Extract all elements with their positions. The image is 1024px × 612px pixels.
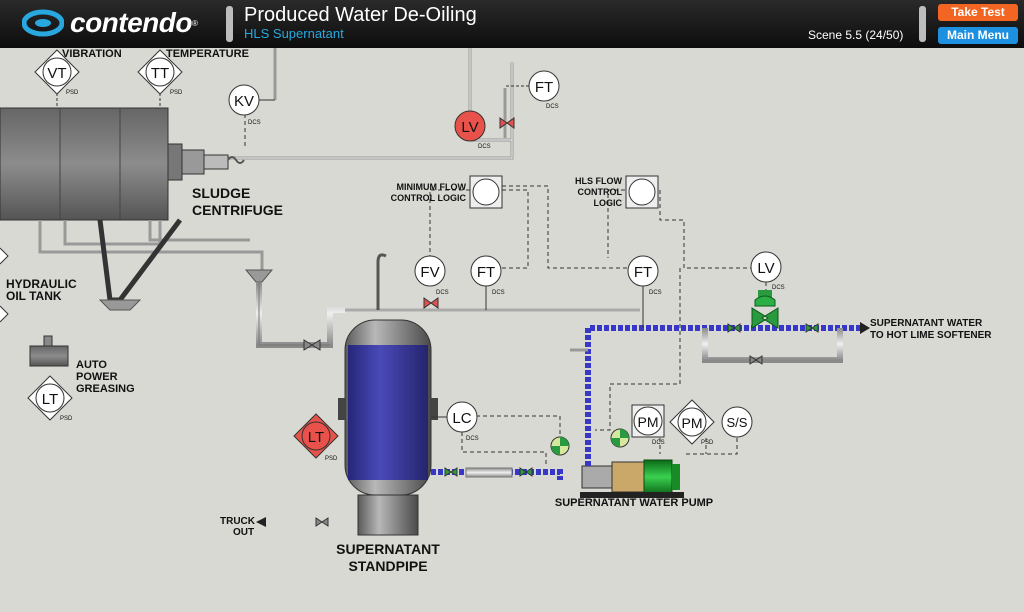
- svg-text:DCS: DCS: [248, 120, 261, 126]
- svg-text:FV: FV: [420, 264, 439, 281]
- svg-text:DCS: DCS: [652, 440, 665, 446]
- svg-text:KV: KV: [234, 93, 254, 110]
- lc-instrument[interactable]: LC DCS: [431, 401, 479, 442]
- svg-text:PSD: PSD: [170, 90, 183, 96]
- auto-label-3: GREASING: [76, 383, 135, 395]
- hls-flow-label-2: CONTROL: [578, 187, 623, 197]
- svg-text:DCS: DCS: [436, 290, 449, 296]
- kv-instrument[interactable]: KV DCS: [228, 84, 275, 126]
- pm-dcs-instrument[interactable]: PM DCS: [631, 404, 665, 446]
- process-diagram: SLUDGE CENTRIFUGE SUPERNATANT STANDPIPE …: [0, 48, 992, 574]
- ft-right-instrument[interactable]: FT DCS: [627, 255, 662, 328]
- logo: contendo®: [22, 6, 198, 40]
- svg-text:LV: LV: [461, 119, 478, 136]
- svg-text:PSD: PSD: [60, 416, 73, 422]
- hydraulic-label-1: HYDRAULIC: [6, 277, 77, 291]
- min-flow-label-1: MINIMUM FLOW: [397, 182, 467, 192]
- pump-label: SUPERNATANT WATER PUMP: [555, 497, 713, 509]
- page-subtitle: HLS Supernatant: [244, 26, 344, 41]
- ft-mid-instrument[interactable]: FT DCS: [470, 255, 505, 310]
- svg-text:PM: PM: [682, 415, 703, 431]
- svg-text:DCS: DCS: [546, 104, 559, 110]
- centrifuge-label-1: SLUDGE: [192, 185, 250, 201]
- hls-flow-logic-box: [625, 175, 659, 209]
- suction-pipe: [431, 467, 563, 480]
- flow-indicator-1-icon: [550, 436, 570, 456]
- supernatant-standpipe: [338, 253, 438, 536]
- vt-instrument[interactable]: VT PSD: [34, 49, 80, 96]
- svg-text:DCS: DCS: [492, 290, 505, 296]
- hydraulic-side-instruments: [0, 247, 9, 323]
- auto-greasing-unit: [29, 335, 69, 367]
- scene-counter: Scene 5.5 (24/50): [808, 28, 904, 42]
- sludge-centrifuge: [0, 107, 245, 221]
- svg-text:PSD: PSD: [701, 440, 714, 446]
- page-title: Produced Water De-Oiling: [244, 4, 477, 26]
- supernatant-out-label-1: SUPERNATANT WATER: [870, 318, 983, 329]
- discharge-pipe: [570, 322, 870, 466]
- auto-label-1: AUTO: [76, 359, 107, 371]
- lv-right-instrument[interactable]: LV DCS: [750, 251, 785, 291]
- take-test-button[interactable]: Take Test: [938, 4, 1018, 21]
- contendo-logo-icon: [22, 9, 64, 37]
- auto-label-2: POWER: [76, 371, 118, 383]
- min-flow-label-2: CONTROL LOGIC: [391, 193, 467, 203]
- header-divider-right: [919, 6, 926, 42]
- fv-valve-icon: [423, 297, 439, 309]
- svg-text:TT: TT: [151, 65, 169, 82]
- svg-text:LC: LC: [452, 410, 471, 427]
- lv-top-valve-icon: [499, 117, 515, 129]
- temperature-label: TEMPERATURE: [166, 48, 249, 60]
- svg-text:FT: FT: [535, 79, 553, 96]
- logo-text: contendo: [70, 7, 193, 38]
- flow-indicator-2-icon: [610, 428, 630, 448]
- svg-text:S/S: S/S: [727, 415, 748, 430]
- header-divider: [226, 6, 233, 42]
- ss-instrument[interactable]: S/S: [721, 406, 753, 438]
- svg-text:PM: PM: [638, 414, 659, 430]
- hydraulic-label-2: OIL TANK: [6, 289, 62, 303]
- svg-text:LT: LT: [42, 391, 58, 408]
- supernatant-out-label-2: TO HOT LIME SOFTENER: [870, 330, 992, 341]
- drain-funnel: [244, 269, 274, 283]
- centrifuge-drain-lines: [38, 220, 264, 270]
- pm-psd-instrument[interactable]: PM PSD: [669, 399, 715, 446]
- hls-flow-label-3: LOGIC: [594, 198, 623, 208]
- svg-text:FT: FT: [634, 264, 652, 281]
- lt-left-instrument[interactable]: LT PSD: [27, 375, 73, 422]
- centrifuge-label-2: CENTRIFUGE: [192, 202, 283, 218]
- lt-red-instrument[interactable]: LT PSD: [293, 413, 339, 462]
- signal-lines: [244, 100, 767, 464]
- standpipe-label-1: SUPERNATANT: [336, 541, 440, 557]
- svg-text:FT: FT: [477, 264, 495, 281]
- hls-flow-label-1: HLS FLOW: [575, 176, 622, 186]
- vibration-label: VIBRATION: [62, 48, 122, 60]
- fv-instrument[interactable]: FV DCS: [414, 255, 449, 296]
- truck-label-2: OUT: [233, 527, 254, 538]
- level-control-valve: [751, 290, 779, 329]
- top-bar: contendo® Produced Water De-Oiling HLS S…: [0, 0, 1024, 48]
- svg-text:DCS: DCS: [478, 144, 491, 150]
- manual-valves: [303, 323, 819, 527]
- svg-text:PSD: PSD: [66, 90, 79, 96]
- minimum-flow-logic-box: [469, 175, 503, 209]
- svg-text:DCS: DCS: [772, 285, 785, 291]
- standpipe-label-2: STANDPIPE: [348, 558, 427, 574]
- upper-piping: [228, 48, 514, 160]
- supernatant-water-pump: [580, 459, 684, 498]
- ft-top-instrument[interactable]: FT DCS: [505, 70, 560, 110]
- truck-label-1: TRUCK: [220, 516, 256, 527]
- svg-text:VT: VT: [47, 65, 66, 82]
- main-menu-button[interactable]: Main Menu: [938, 27, 1018, 44]
- svg-text:LV: LV: [757, 260, 774, 277]
- lv-top-instrument[interactable]: LV DCS: [454, 110, 491, 150]
- svg-text:DCS: DCS: [649, 290, 662, 296]
- tt-instrument[interactable]: TT PSD: [137, 49, 183, 96]
- svg-text:LT: LT: [308, 429, 324, 446]
- svg-text:PSD: PSD: [325, 456, 338, 462]
- svg-text:DCS: DCS: [466, 436, 479, 442]
